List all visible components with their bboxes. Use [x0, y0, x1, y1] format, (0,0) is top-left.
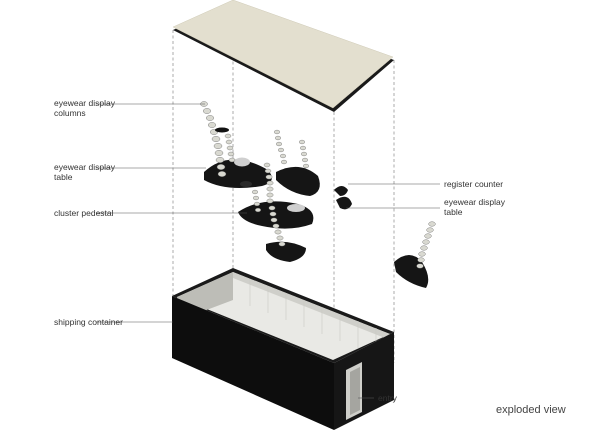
register-counter — [334, 186, 352, 210]
label-eyewear-display-table-left: eyewear display table — [54, 162, 115, 182]
projection-lines — [172, 30, 395, 387]
eyewear-display-table-right — [394, 221, 436, 288]
eyewear-display-columns — [200, 101, 236, 177]
label-shipping-container: shipping container — [54, 317, 123, 327]
eyewear-display-table-left — [204, 157, 272, 188]
eyewear-display-table-upper — [274, 129, 320, 196]
label-eyewear-display-table-right: eyewear display table — [444, 197, 505, 217]
label-cluster-pedestal: cluster pedestal — [54, 208, 114, 218]
caption-exploded-view: exploded view — [496, 404, 566, 416]
label-eyewear-display-columns: eyewear display columns — [54, 98, 115, 118]
label-entry: entry — [378, 393, 397, 403]
shipping-container — [172, 268, 394, 430]
label-register-counter: register counter — [444, 179, 504, 189]
leader-lines — [96, 103, 440, 399]
cluster-pedestal — [238, 162, 314, 262]
roof-panel — [172, 0, 394, 112]
